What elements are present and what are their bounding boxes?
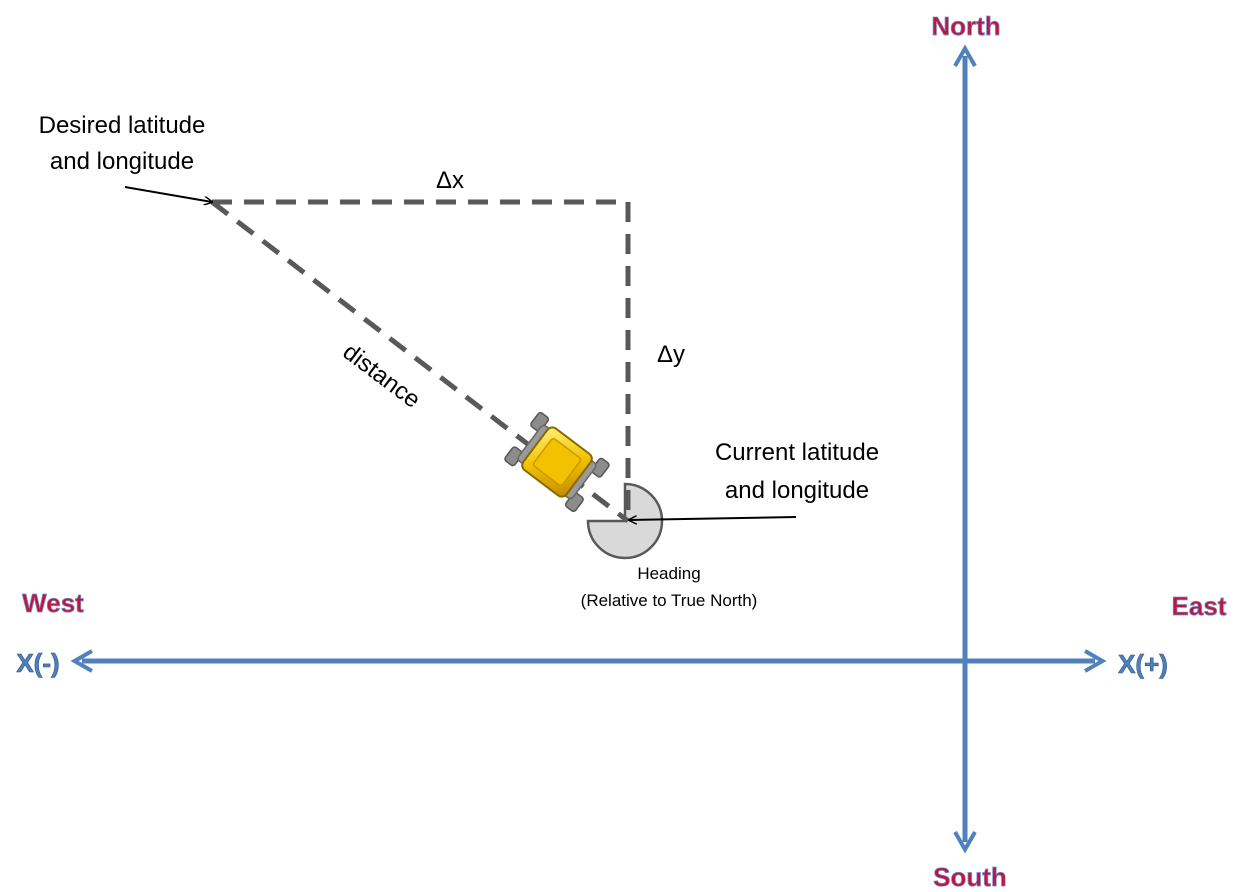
delta-y-label: Δy: [657, 341, 685, 368]
distance-line: [210, 200, 630, 523]
desired-pointer-arrow: [124, 186, 212, 202]
desired-label-line2: and longitude: [50, 148, 194, 175]
west-label: West: [22, 588, 84, 618]
dashed-triangle: [210, 199, 631, 523]
heading-label-line2: (Relative to True North): [581, 591, 758, 610]
north-label: North: [931, 11, 1000, 41]
south-label: South: [933, 862, 1007, 892]
x-positive-label: X(+): [1118, 649, 1168, 679]
current-label-line2: and longitude: [725, 477, 869, 504]
heading-label-line1: Heading: [637, 564, 700, 583]
x-negative-label: X(-): [16, 648, 59, 678]
distance-label: distance: [338, 338, 426, 413]
rover-icon: [504, 412, 610, 512]
current-label-line1: Current latitude: [715, 439, 879, 466]
east-label: East: [1172, 591, 1227, 621]
current-pointer-arrow: [629, 517, 797, 520]
desired-label-line1: Desired latitude: [39, 112, 206, 139]
heading-indicator: [586, 482, 664, 560]
delta-x-label: Δx: [436, 167, 464, 194]
